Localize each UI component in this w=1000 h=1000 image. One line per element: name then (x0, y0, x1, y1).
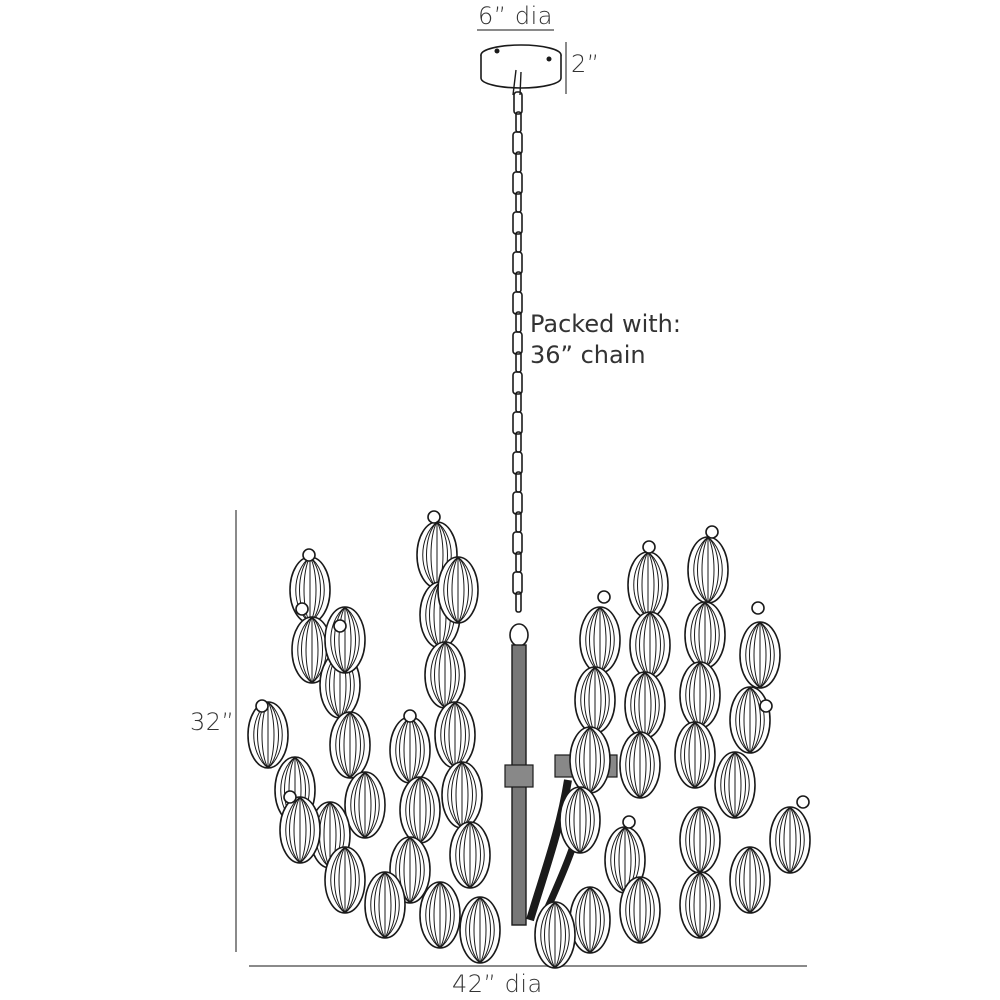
chain-note-line2: 36” chain (530, 341, 646, 369)
beaded-arms-right (534, 525, 811, 969)
chain-icon (509, 91, 529, 647)
canopy-height-dimension-line (565, 42, 567, 94)
chain-note: Packed with: 36” chain (530, 309, 681, 371)
fixture-diameter-dimension-line (249, 965, 807, 967)
chain-note-line1: Packed with: (530, 310, 681, 338)
canopy-height-label: 2” (571, 50, 600, 78)
canopy-icon (480, 44, 562, 96)
canopy-diameter-label: 6” dia (478, 2, 553, 30)
fixture-height-dimension-line (235, 510, 237, 952)
canopy-diameter-dimension-line (477, 29, 554, 31)
fixture-height-label: 32” (190, 708, 235, 736)
beaded-arms-left (247, 510, 501, 964)
fixture-diameter-label: 42” dia (452, 970, 543, 998)
